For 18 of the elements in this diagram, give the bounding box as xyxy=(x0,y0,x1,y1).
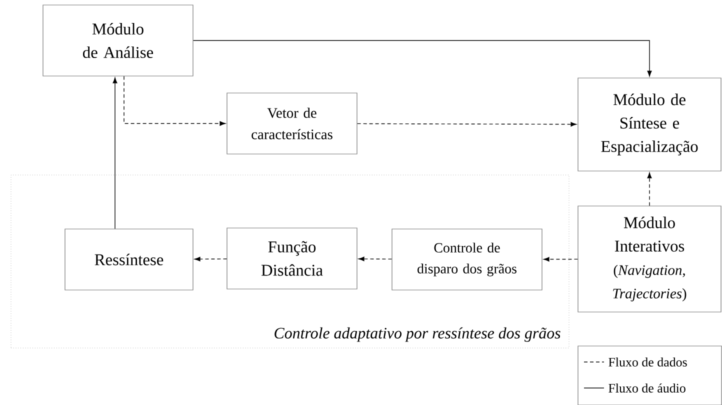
arrow xyxy=(112,77,118,230)
process-box: Controle de disparo dos grãos xyxy=(392,228,542,290)
process-box: Módulo de Síntese e Espacialização xyxy=(578,78,722,172)
arrow xyxy=(543,257,578,262)
process-box: Vetor de características xyxy=(226,92,358,154)
process-box: Função Distância xyxy=(226,228,358,290)
arrow xyxy=(194,256,228,262)
arrow xyxy=(356,122,577,127)
arrow xyxy=(647,172,652,206)
arrow xyxy=(192,40,652,77)
process-box: Ressíntese xyxy=(64,228,194,290)
arrow xyxy=(124,76,226,126)
process-box: Módulo Interativos (Navigation, Trajectories) xyxy=(578,206,722,312)
legend-text: Fluxo de dados xyxy=(608,357,687,367)
arrow xyxy=(358,256,392,262)
legend-text: Fluxo de áudio xyxy=(608,383,686,393)
process-box: Módulo de Análise xyxy=(42,4,194,76)
group-label: Controle adaptativo por ressíntese dos grãos xyxy=(274,327,560,342)
